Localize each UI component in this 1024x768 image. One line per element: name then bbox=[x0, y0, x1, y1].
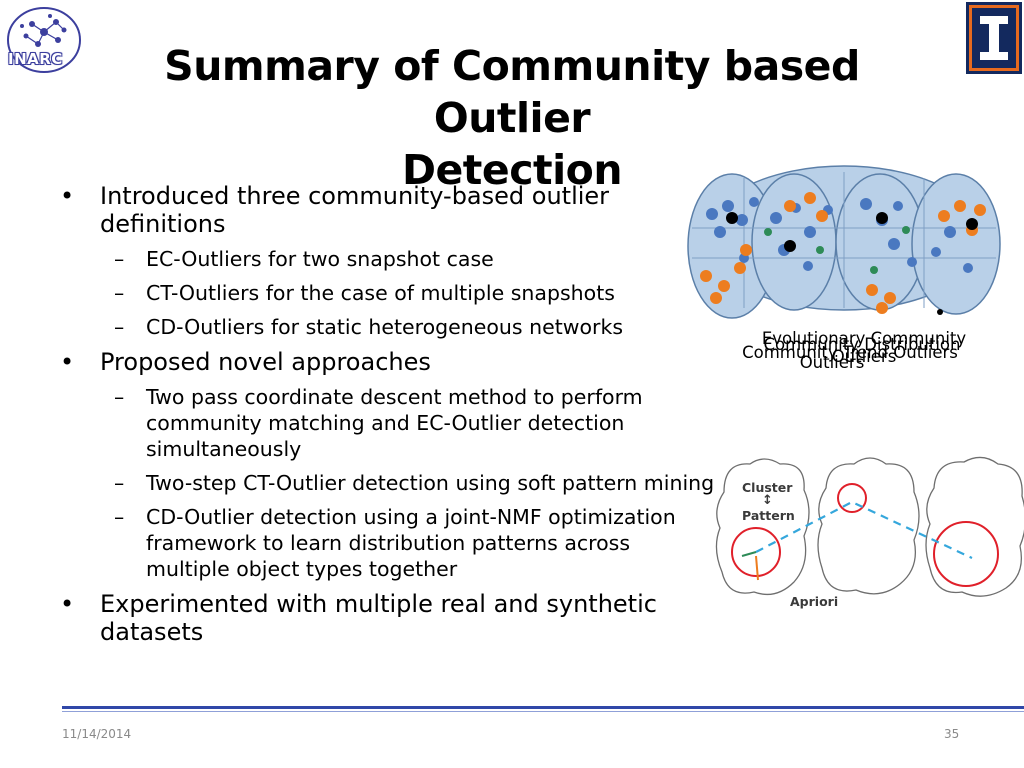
double-arrow-icon: ↕ bbox=[762, 493, 773, 508]
bullet-dot-icon: • bbox=[60, 590, 75, 618]
bullet-text: Proposed novel approaches bbox=[100, 348, 431, 376]
caption-community-trend-outliers: Community Trend Outliers bbox=[710, 344, 990, 362]
bullet-item: • Introduced three community-based outlie… bbox=[58, 182, 718, 238]
dash-icon: – bbox=[114, 247, 125, 271]
page-number: 35 bbox=[944, 727, 960, 741]
label-apriori: Apriori bbox=[790, 594, 839, 609]
dash-icon: – bbox=[114, 385, 125, 409]
sub-bullet-item: –Two pass coordinate descent method to p… bbox=[58, 384, 718, 462]
bullet-dot-icon: • bbox=[60, 182, 75, 210]
sub-bullet-text: CD-Outlier detection using a joint-NMF o… bbox=[146, 505, 676, 581]
sub-bullet-item: –EC-Outliers for two snapshot case bbox=[58, 246, 718, 272]
bullet-dot-icon: • bbox=[60, 348, 75, 376]
caption-a-line-1: Evolutionary Community bbox=[761, 329, 967, 348]
sub-bullet-text: CT-Outliers for the case of multiple sna… bbox=[146, 281, 615, 305]
sub-bullet-item: –CD-Outlier detection using a joint-NMF … bbox=[58, 504, 718, 582]
caption-a-line-2: Outliers bbox=[831, 347, 897, 366]
label-cluster: Cluster bbox=[742, 480, 793, 495]
community-outliers-figure: Evolutionary Community Outliers Communit… bbox=[684, 158, 1004, 388]
dash-icon: – bbox=[114, 281, 125, 305]
dash-icon: – bbox=[114, 315, 125, 339]
caption-c-line-2: Outliers bbox=[799, 353, 865, 372]
caption-b-line-1: Community Trend Outliers bbox=[742, 343, 958, 362]
sub-bullet-text: Two-step CT-Outlier detection using soft… bbox=[146, 471, 715, 495]
bullet-item: • Experimented with multiple real and syn… bbox=[58, 590, 718, 646]
dash-icon: – bbox=[114, 505, 125, 529]
dash-icon: – bbox=[114, 471, 125, 495]
footer-divider-thin bbox=[62, 711, 1024, 712]
bullet-item: • Proposed novel approaches bbox=[58, 348, 718, 376]
community-clouds-graphic bbox=[687, 165, 1001, 319]
network-logo-icon bbox=[7, 7, 81, 73]
sub-bullet-item: –CD-Outliers for static heterogeneous ne… bbox=[58, 314, 718, 340]
label-pattern: Pattern bbox=[742, 508, 795, 523]
caption-evolutionary-community-outliers: Evolutionary Community Outliers bbox=[724, 330, 1004, 366]
bullet-text: Experimented with multiple real and synt… bbox=[100, 590, 657, 646]
title-line-1: Summary of Community based Outlier bbox=[164, 42, 860, 142]
sub-bullet-text: Two pass coordinate descent method to pe… bbox=[146, 385, 643, 461]
inarc-logo-text: INARC bbox=[8, 50, 63, 68]
footer-date: 11/14/2014 bbox=[62, 727, 132, 741]
cluster-pattern-graphic bbox=[715, 456, 1024, 597]
caption-community-distribution-outliers: Community Distribution Outliers bbox=[722, 336, 1002, 372]
bullet-text: Introduced three community-based outlier… bbox=[100, 182, 610, 238]
illinois-i-logo-icon bbox=[966, 2, 1022, 74]
cluster-pattern-figure: Cluster ↕ Pattern Apriori bbox=[710, 452, 1024, 628]
title-line-2: Detection bbox=[401, 146, 623, 194]
inarc-logo: INARC bbox=[4, 4, 88, 78]
sub-bullet-item: –CT-Outliers for the case of multiple sn… bbox=[58, 280, 718, 306]
caption-c-line-1: Community Distribution bbox=[763, 335, 961, 354]
slide-title: Summary of Community based Outlier Detec… bbox=[100, 40, 924, 196]
sub-bullet-item: –Two-step CT-Outlier detection using sof… bbox=[58, 470, 718, 496]
sub-bullet-text: CD-Outliers for static heterogeneous net… bbox=[146, 315, 624, 339]
bullet-list: • Introduced three community-based outlie… bbox=[58, 182, 718, 654]
sub-bullet-text: EC-Outliers for two snapshot case bbox=[146, 247, 494, 271]
university-logo bbox=[966, 2, 1022, 74]
footer-divider bbox=[62, 706, 1024, 709]
